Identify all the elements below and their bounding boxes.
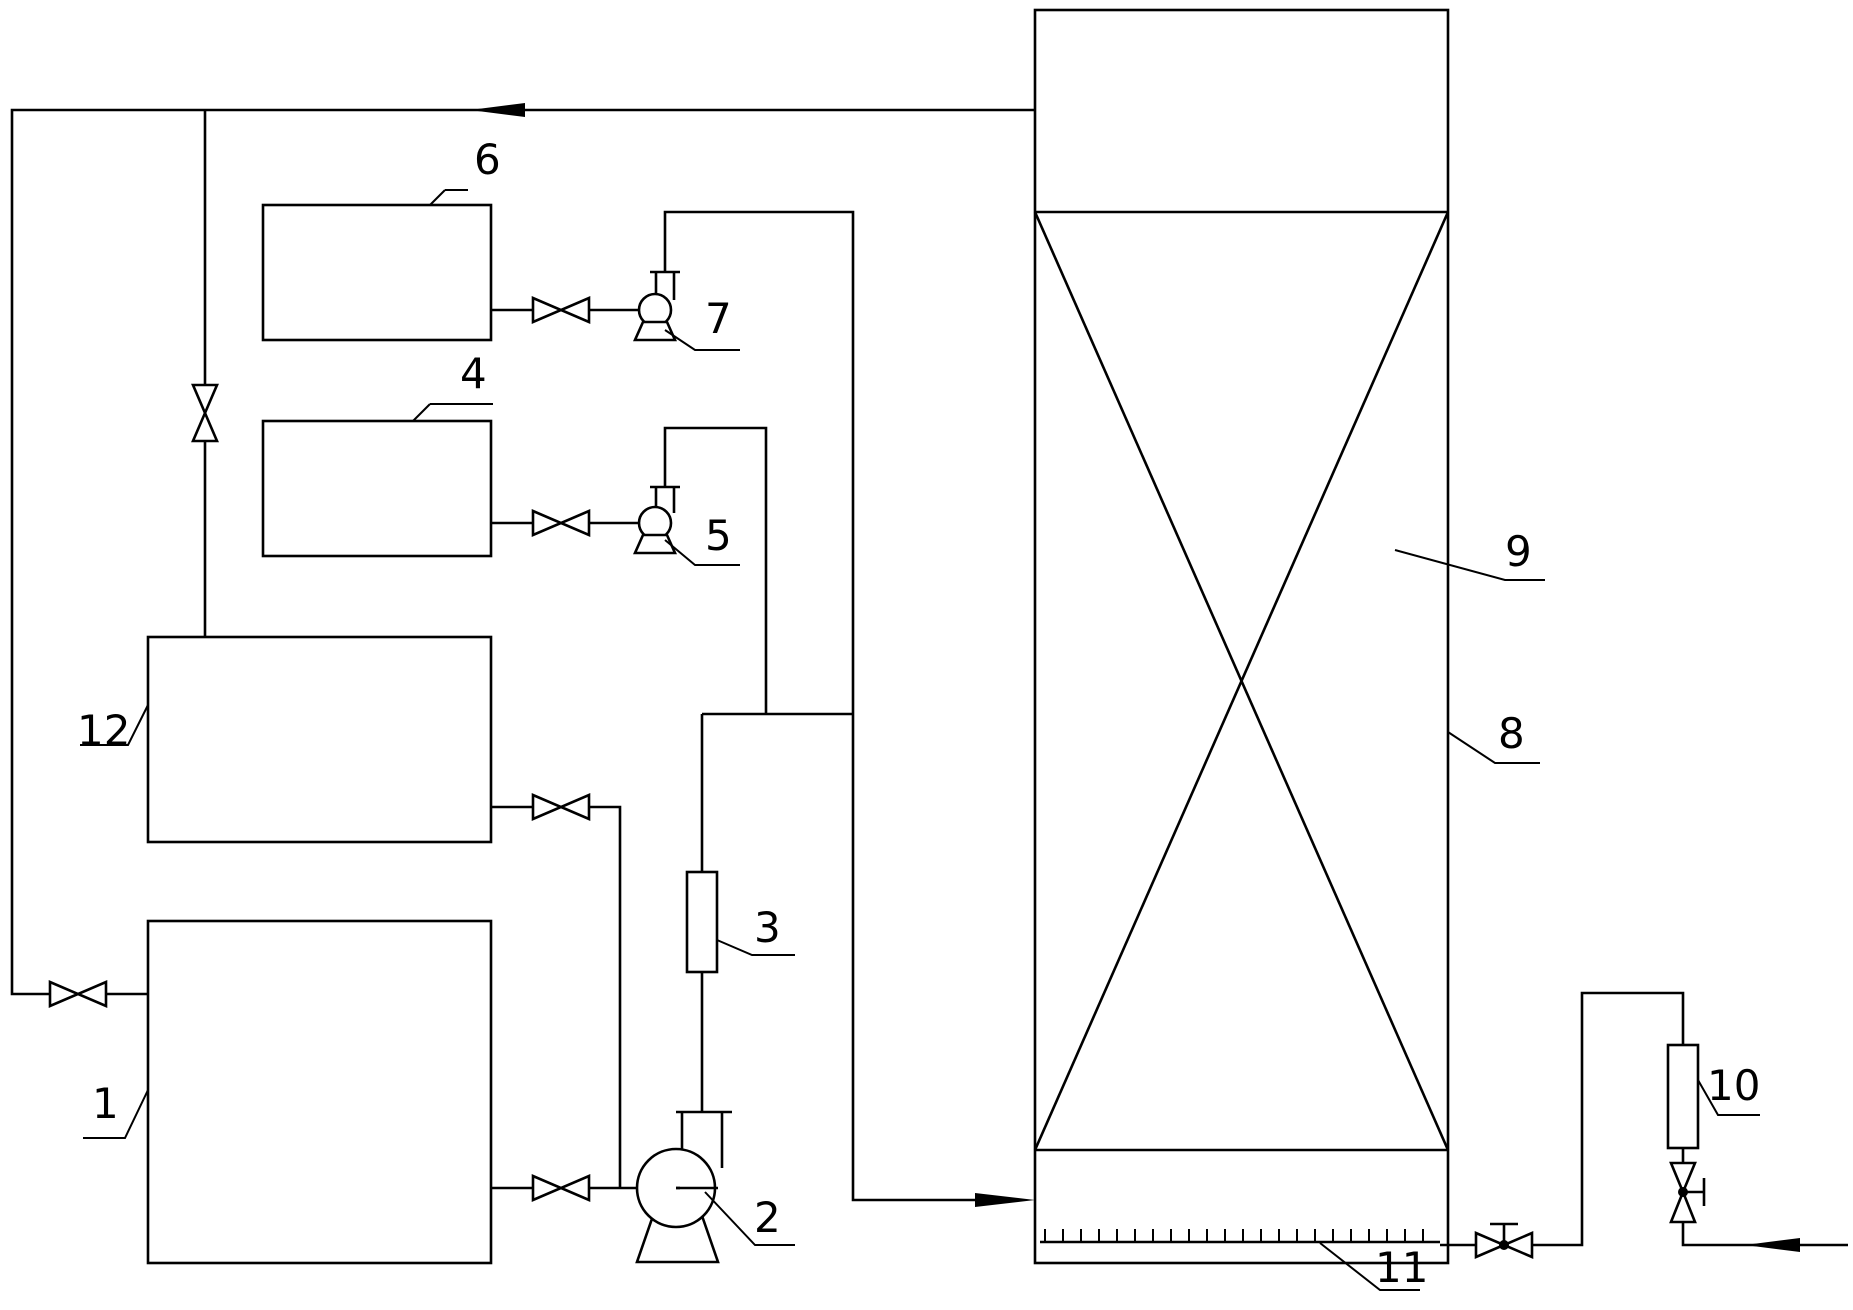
label-7: 7 bbox=[705, 294, 732, 343]
label-9: 9 bbox=[1505, 527, 1532, 576]
arrow-right bbox=[975, 1193, 1035, 1207]
label-6: 6 bbox=[474, 135, 501, 184]
packing-section bbox=[1033, 211, 1450, 1151]
tank-1 bbox=[146, 919, 493, 1265]
pump-2 bbox=[635, 1110, 732, 1264]
arrow-left-gas bbox=[1745, 1238, 1800, 1252]
tank-6 bbox=[261, 203, 493, 342]
label-2: 2 bbox=[754, 1193, 781, 1242]
reactor-column bbox=[1033, 8, 1450, 1265]
label-5: 5 bbox=[705, 511, 732, 560]
pump-7 bbox=[632, 270, 680, 342]
line-tank12 bbox=[491, 793, 622, 1188]
valve-gas-vertical bbox=[1669, 1161, 1706, 1224]
label-4: 4 bbox=[460, 349, 487, 398]
flowmeter-10 bbox=[1666, 1043, 1700, 1150]
gas-distributor bbox=[1040, 1229, 1440, 1244]
valve-return bbox=[48, 980, 108, 1008]
leader-lines bbox=[80, 189, 1760, 1291]
arrow-left bbox=[470, 103, 525, 117]
line-main bbox=[700, 712, 853, 1112]
line-tank4 bbox=[491, 426, 768, 714]
return-line bbox=[10, 103, 1035, 996]
label-1: 1 bbox=[92, 1079, 119, 1128]
valve-vertical bbox=[191, 383, 219, 443]
tank-4 bbox=[261, 419, 493, 558]
label-12: 12 bbox=[77, 706, 130, 755]
tank-12 bbox=[146, 635, 493, 844]
labels: 1 2 3 4 5 6 7 8 9 10 11 12 bbox=[77, 135, 1760, 1292]
label-10: 10 bbox=[1707, 1061, 1760, 1110]
pump-5 bbox=[632, 485, 680, 555]
label-8: 8 bbox=[1498, 709, 1525, 758]
line-gas bbox=[1440, 991, 1848, 1259]
label-11: 11 bbox=[1375, 1243, 1428, 1292]
label-3: 3 bbox=[754, 903, 781, 952]
flowmeter-3 bbox=[685, 870, 719, 974]
line-tank6 bbox=[491, 210, 1035, 1207]
